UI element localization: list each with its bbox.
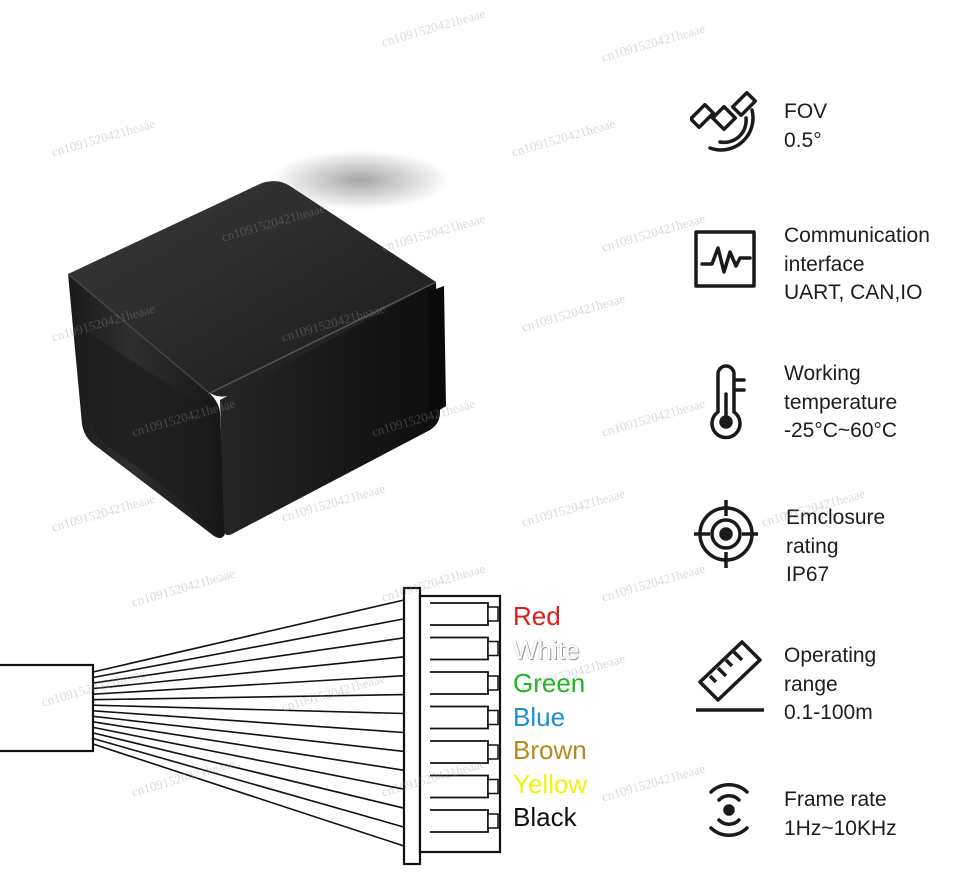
spec-line: Communication	[784, 224, 930, 247]
connector-pin-tab	[487, 640, 499, 657]
spec-line: FOV	[784, 100, 828, 123]
spec-range: Operating range 0.1-100m	[784, 642, 876, 728]
spec-line: 0.5°	[784, 128, 822, 152]
spec-temperature: Working temperature -25°C~60°C	[784, 360, 897, 446]
spec-line: 1Hz~10KHz	[784, 816, 897, 840]
connector-flange	[402, 586, 422, 866]
spec-line: IP67	[786, 563, 830, 586]
cable-wire	[92, 743, 405, 847]
wire-label-green: Green	[513, 668, 586, 698]
wire-label-white: White	[513, 634, 580, 665]
spec-line: Operating	[784, 644, 877, 667]
spec-fov: FOV 0.5°	[784, 98, 827, 155]
satellite-icon	[690, 90, 758, 152]
connector-pin-tab	[487, 813, 499, 829]
connector-pin-tab	[487, 606, 499, 622]
spec-line: range	[784, 672, 838, 696]
spec-line: Frame rate	[784, 788, 887, 811]
spec-communication: Communication interface UART, CAN,IO	[784, 222, 930, 308]
cable-wire	[92, 710, 405, 734]
cable-wire	[92, 693, 405, 701]
spec-line: Working	[784, 362, 861, 385]
spec-enclosure: Emclosure rating IP67	[786, 504, 885, 590]
wire-label-blue: Blue	[513, 701, 566, 732]
cable-wire	[92, 599, 405, 673]
spec-line: rating	[786, 534, 839, 558]
cable-jacket	[0, 663, 95, 753]
cable-wire	[92, 656, 405, 690]
pulse-monitor-icon	[694, 230, 756, 288]
connector-pin-tab	[487, 709, 499, 726]
cable-wire	[92, 674, 405, 695]
cable-wire	[92, 737, 405, 828]
cable-wire	[92, 721, 405, 772]
cable-wire	[92, 704, 405, 715]
cable-wire	[92, 618, 405, 679]
cable-wire	[92, 715, 405, 753]
spec-line: temperature	[784, 390, 898, 414]
ruler-icon	[696, 640, 764, 712]
connector-pin-tab	[487, 778, 499, 795]
connector-pin-tab	[487, 675, 499, 691]
spec-line: interface	[784, 252, 865, 276]
connector-pin-tab	[487, 744, 499, 760]
spec-line: Emclosure	[786, 506, 886, 529]
spec-line: -25°C~60°C	[784, 419, 898, 442]
spec-frame-rate: Frame rate 1Hz~10KHz	[784, 786, 897, 843]
cable-wire	[92, 732, 405, 809]
wireless-icon	[709, 783, 749, 837]
cable-wire	[92, 637, 405, 684]
spec-line: 0.1-100m	[784, 701, 873, 724]
wire-label-yellow: Yellow	[513, 768, 588, 799]
spec-line: UART, CAN,IO	[784, 281, 923, 304]
wire-label-brown: Brown	[513, 735, 587, 765]
cable-wire	[92, 726, 405, 790]
wire-label-black: Black	[513, 802, 577, 832]
thermometer-icon	[710, 364, 746, 440]
wire-label-red: Red	[513, 601, 561, 631]
target-icon	[694, 500, 758, 568]
